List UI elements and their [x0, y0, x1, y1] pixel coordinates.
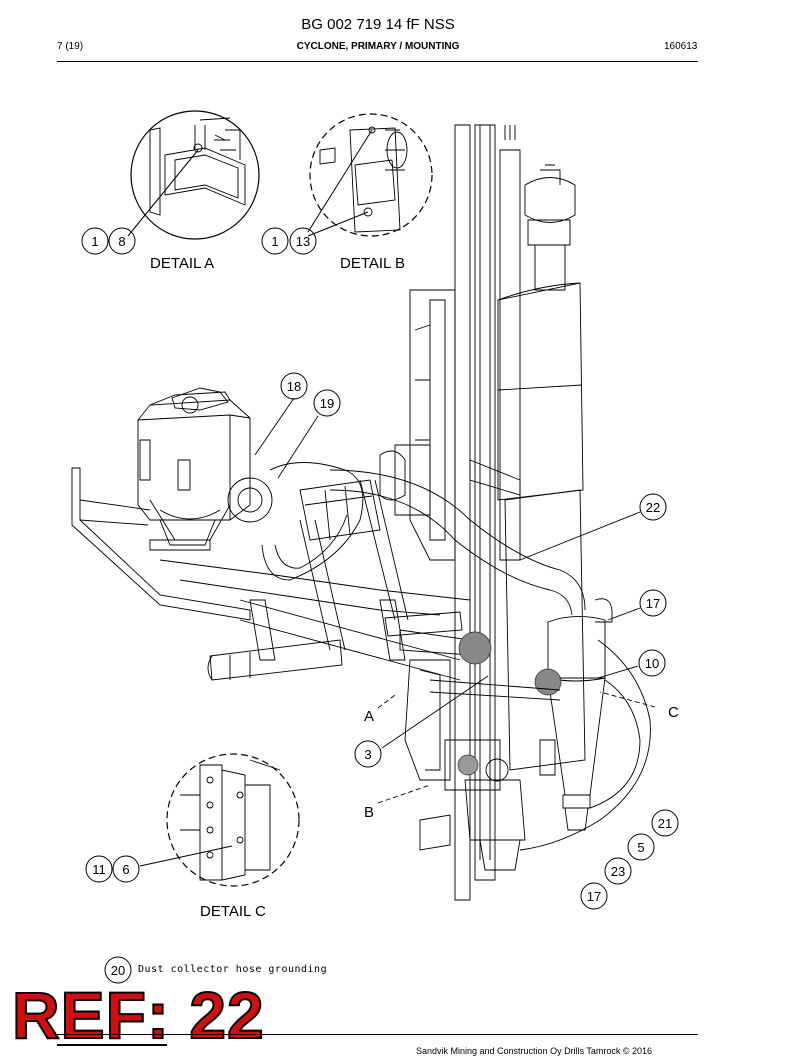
header-rule	[57, 61, 698, 62]
callout-22: 22	[646, 500, 660, 515]
document-code: 160613	[664, 41, 698, 52]
section-title: CYCLONE, PRIMARY / MOUNTING	[296, 41, 460, 52]
callout-5: 5	[637, 840, 644, 855]
callout-c-11: 11	[92, 862, 106, 877]
leader-lines	[254, 397, 656, 804]
footer-rule	[57, 1034, 698, 1035]
callout-balloons	[81, 227, 679, 984]
callout-b-13: 13	[296, 234, 310, 249]
page-number: 7 (19)	[57, 41, 84, 52]
callout-19: 19	[320, 396, 334, 411]
callout-23: 23	[611, 864, 625, 879]
grounding-note: Dust collector hose grounding	[138, 964, 328, 975]
detail-b-label: DETAIL B	[340, 255, 405, 272]
footer-copyright: Sandvik Mining and Construction Oy Drill…	[416, 1046, 653, 1056]
callout-c-6: 6	[122, 862, 129, 877]
detail-a-label: DETAIL A	[150, 255, 214, 272]
reference-stamp: REF: 22	[11, 978, 265, 1052]
detail-c-view	[139, 753, 300, 887]
logo-strip	[57, 1044, 167, 1055]
view-letter-c: C	[668, 704, 679, 721]
detail-a-view	[127, 110, 260, 240]
callout-21: 21	[658, 816, 672, 831]
view-letter-b: B	[364, 804, 374, 821]
callout-10: 10	[645, 656, 659, 671]
machine-assembly	[71, 124, 651, 901]
callout-a-1: 1	[91, 234, 98, 249]
callout-17-upper: 17	[646, 596, 660, 611]
callout-b-1: 1	[271, 234, 278, 249]
detail-b-view	[307, 113, 433, 237]
document-id: BG 002 719 14 fF NSS	[301, 16, 455, 33]
callout-3: 3	[364, 747, 371, 762]
callout-20: 20	[111, 963, 125, 978]
view-letter-a: A	[364, 708, 374, 725]
callout-18: 18	[287, 379, 301, 394]
detail-c-label: DETAIL C	[200, 903, 266, 920]
callout-a-8: 8	[118, 234, 125, 249]
callout-17-lower: 17	[587, 889, 601, 904]
